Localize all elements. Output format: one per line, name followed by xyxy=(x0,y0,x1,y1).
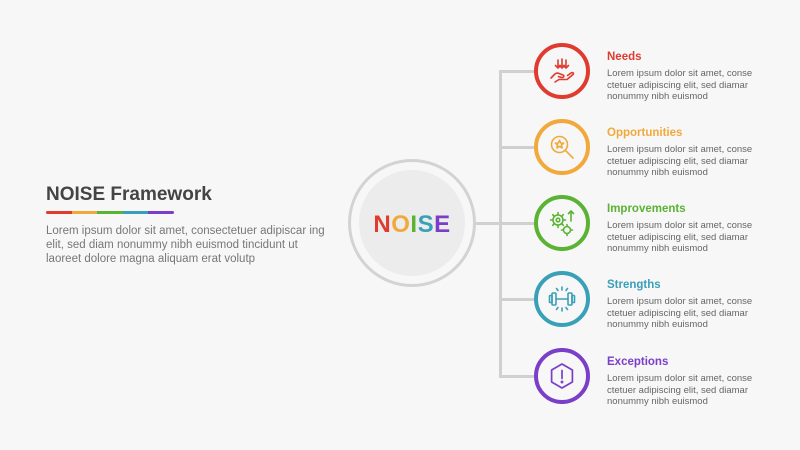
improvements-text: Lorem ipsum dolor sit amet, conse ctetue… xyxy=(607,220,753,254)
letter-s: S xyxy=(417,211,435,238)
strengths-circle xyxy=(534,271,590,327)
letter-e: E xyxy=(434,211,451,238)
connector-horizontal-main xyxy=(476,222,500,225)
center-circle-inner xyxy=(359,170,465,276)
page-title: NOISE Framework xyxy=(46,184,212,205)
opportunities-text: Lorem ipsum dolor sit amet, conse ctetue… xyxy=(607,144,753,178)
gears-up-arrow-icon xyxy=(549,210,575,237)
improvements-circle xyxy=(534,195,590,251)
title-color-bar xyxy=(46,211,174,214)
opportunities-title: Opportunities xyxy=(607,127,683,139)
letter-n: N xyxy=(373,211,392,238)
opportunities-circle xyxy=(534,119,590,175)
connector-branch-4 xyxy=(499,298,535,301)
bar-segment-purple xyxy=(148,211,174,214)
needs-text: Lorem ipsum dolor sit amet, conse ctetue… xyxy=(607,68,753,102)
bar-segment-orange xyxy=(71,211,98,214)
letter-i: I xyxy=(410,211,418,238)
improvements-title: Improvements xyxy=(607,203,686,215)
needs-title: Needs xyxy=(607,51,642,63)
bar-segment-red xyxy=(46,211,72,214)
needs-circle xyxy=(534,43,590,99)
connector-branch-1 xyxy=(499,70,535,73)
exceptions-title: Exceptions xyxy=(607,356,669,368)
exceptions-circle xyxy=(534,348,590,404)
center-noise-word: NOISE xyxy=(348,211,476,239)
hand-down-arrows-icon xyxy=(550,58,575,83)
letter-o: O xyxy=(391,211,411,238)
page-description: Lorem ipsum dolor sit amet, consectetuer… xyxy=(46,225,325,265)
connector-branch-2 xyxy=(499,146,535,149)
magnifier-star-icon xyxy=(550,135,574,159)
strengths-text: Lorem ipsum dolor sit amet, conse ctetue… xyxy=(607,296,753,330)
exceptions-text: Lorem ipsum dolor sit amet, conse ctetue… xyxy=(607,373,753,407)
connector-branch-3 xyxy=(499,222,535,225)
bar-segment-teal xyxy=(122,211,149,214)
bar-segment-green xyxy=(97,211,123,214)
warning-hexagon-icon xyxy=(550,363,574,389)
connector-branch-5 xyxy=(499,375,535,378)
strengths-title: Strengths xyxy=(607,279,661,291)
dumbbell-icon xyxy=(548,286,576,312)
